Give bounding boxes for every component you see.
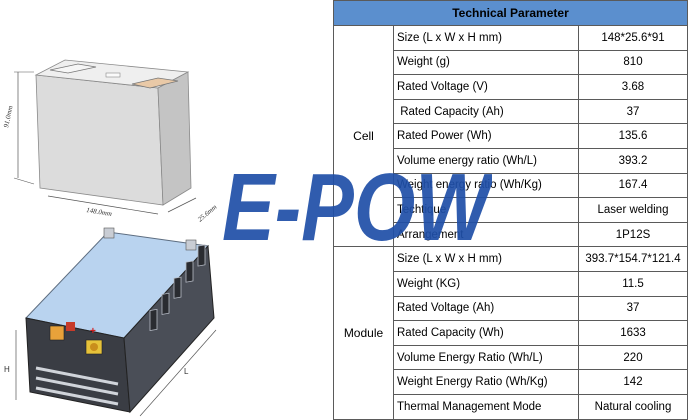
table-row: Volume energy ratio (Wh/L) 393.2 (334, 147, 688, 174)
param-value: Natural cooling (578, 393, 688, 420)
param-label: Size (L x W x H mm) (393, 25, 579, 51)
table-row: Module Size (L x W x H mm) 393.7*154.7*1… (333, 246, 688, 420)
param-value: 220 (578, 344, 688, 371)
param-label: Rated Voltage (Ah) (393, 295, 579, 322)
param-value: 393.2 (578, 147, 688, 174)
table-row: Rated Voltage (Ah) 37 (334, 295, 688, 322)
group-label-module: Module (333, 246, 394, 420)
table-row: Weight (KG) 11.5 (334, 270, 688, 297)
table-row: Thermal Management Mode Natural cooling (334, 393, 688, 420)
param-value: 11.5 (578, 270, 688, 297)
spec-table: Technical Parameter Cell Size (L x W x H… (333, 0, 688, 420)
param-value: 1P12S (578, 221, 688, 248)
param-value: Laser welding (578, 197, 688, 223)
param-label: Weight (KG) (393, 270, 579, 297)
table-row: Arrangement 1P12S (334, 221, 688, 248)
param-label: Weight (g) (393, 49, 579, 76)
svg-text:+: + (90, 326, 96, 337)
table-row: Rated Capacity (Ah) 37 (334, 98, 688, 125)
param-value: 167.4 (578, 172, 688, 199)
param-label: Techtique (393, 197, 579, 223)
param-label: Rated Power (Wh) (393, 123, 579, 149)
cell-height-label: 91.0mm (2, 105, 14, 129)
param-label: Size (L x W x H mm) (393, 246, 579, 272)
param-label: Volume energy ratio (Wh/L) (393, 147, 579, 174)
table-row: Rated Capacity (Wh) 1633 (334, 320, 688, 346)
table-row: Volume Energy Ratio (Wh/L) 220 (334, 344, 688, 371)
param-label: Rated Capacity (Ah) (393, 98, 579, 125)
table-row: Weight (g) 810 (334, 49, 688, 76)
param-label: Weight energy ratio (Wh/Kg) (393, 172, 579, 199)
module-height-label: H (4, 365, 10, 374)
param-value: 37 (578, 295, 688, 322)
param-label: Thermal Management Mode (393, 393, 579, 420)
param-label: Rated Voltage (V) (393, 74, 579, 100)
module-length-label: L (184, 367, 189, 376)
param-value: 1633 (578, 320, 688, 346)
table-title: Technical Parameter (333, 0, 688, 26)
param-value: 810 (578, 49, 688, 76)
param-label: Arrangement (393, 221, 579, 248)
table-row: Rated Voltage (V) 3.68 (334, 74, 688, 100)
param-value: 393.7*154.7*121.4 (578, 246, 688, 272)
param-value: 3.68 (578, 74, 688, 100)
param-value: 135.6 (578, 123, 688, 149)
param-label: Weight Energy Ratio (Wh/Kg) (393, 369, 579, 395)
param-label: Rated Capacity (Wh) (393, 320, 579, 346)
param-value: 148*25.6*91 (578, 25, 688, 51)
table-row: Techtique Laser welding (334, 197, 688, 223)
param-value: 142 (578, 369, 688, 395)
group-label-cell: Cell (333, 24, 394, 248)
table-row: Cell Size (L x W x H mm) 148*25.6*91 (333, 24, 688, 248)
cell-illustration: 91.0mm 148.0mm 25.6mm (2, 59, 218, 224)
cell-width-label: 25.6mm (196, 203, 218, 224)
module-illustration: + H L (4, 227, 217, 417)
param-value: 37 (578, 98, 688, 125)
param-label: Volume Energy Ratio (Wh/L) (393, 344, 579, 371)
cell-length-label: 148.0mm (86, 206, 113, 218)
